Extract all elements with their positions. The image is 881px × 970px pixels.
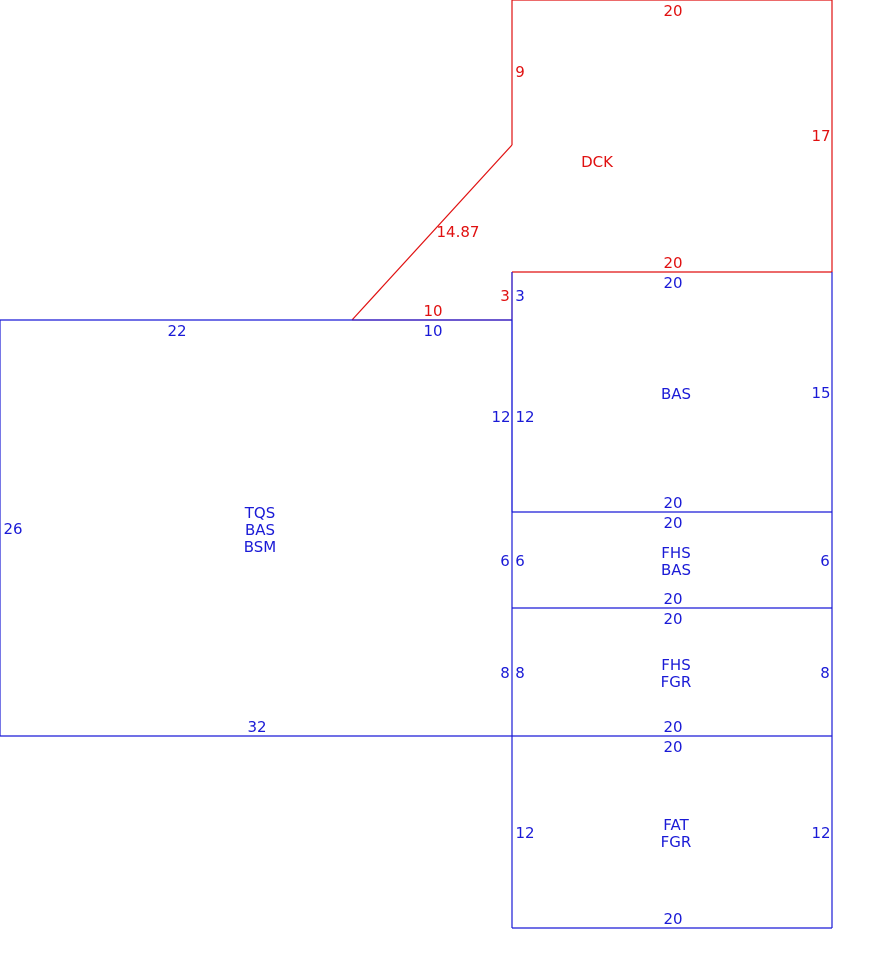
fhs-fgr-left-outer-dimension: 8 [500,664,510,682]
bas-right-dimension: 15 [811,384,830,402]
fhs-bas-left-inner-dimension: 6 [515,552,525,570]
fhs-bas-area-label-2: BAS [661,561,691,579]
deck-right-dimension: 17 [811,127,830,145]
fat-fgr-section-outline [511,736,833,929]
main-top-right-dimension: 10 [423,322,442,340]
fhs-fgr-bottom-dimension: 20 [663,718,682,736]
bas-section-outline [511,272,833,513]
bas-bottom-dimension: 20 [663,494,682,512]
deck-step-long-dimension: 10 [423,302,442,320]
fhs-fgr-section-outline [512,608,833,737]
main-top-dimension: 22 [167,322,186,340]
deck-top-dimension: 20 [663,2,682,20]
fhs-fgr-area-label-2: FGR [661,673,692,691]
bas-left-inner-dimension: 12 [515,408,534,426]
deck-diagonal-dimension: 14.87 [437,223,480,241]
fhs-fgr-top-dimension: 20 [663,610,682,628]
main-area-label-3: BSM [244,538,277,556]
fhs-fgr-area-label-1: FHS [661,656,690,674]
bas-area-label: BAS [661,385,691,403]
fat-left-dimension: 12 [515,824,534,842]
fat-right-dimension: 12 [811,824,830,842]
main-left-dimension: 26 [3,520,22,538]
deck-area-label: DCK [581,153,614,171]
fat-area-label-1: FAT [663,816,689,834]
fat-area-label-2: FGR [661,833,692,851]
main-area-label-1: TQS [244,504,276,522]
fhs-fgr-left-inner-dimension: 8 [515,664,525,682]
fhs-fgr-right-dimension: 8 [820,664,830,682]
deck-bottom-dimension: 20 [663,254,682,272]
fhs-bas-section-outline [512,512,833,609]
bas-step-short-dimension: 3 [515,287,525,305]
fhs-bas-top-dimension: 20 [663,514,682,532]
fat-bottom-dimension: 20 [663,910,682,928]
fhs-bas-left-outer-dimension: 6 [500,552,510,570]
bas-top-dimension: 20 [663,274,682,292]
deck-diagonal-edge [351,144,513,321]
main-bottom-dimension: 32 [247,718,266,736]
bas-left-outer-dimension: 12 [491,408,510,426]
main-area-label-2: BAS [245,521,275,539]
fhs-bas-bottom-dimension: 20 [663,590,682,608]
deck-left-dimension: 9 [515,63,525,81]
deck-step-short-dimension: 3 [500,287,510,305]
fhs-bas-right-dimension: 6 [820,552,830,570]
fat-top-dimension: 20 [663,738,682,756]
fhs-bas-area-label-1: FHS [661,544,690,562]
